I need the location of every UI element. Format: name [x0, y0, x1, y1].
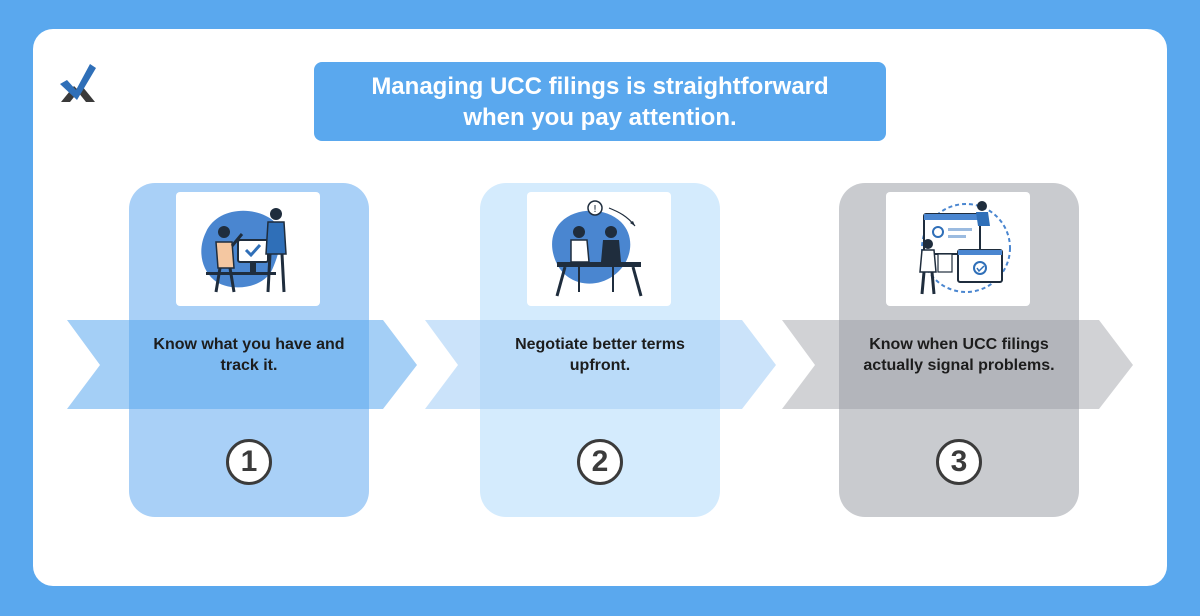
step-1-text: Know what you have and track it. — [153, 336, 345, 374]
page-title: Managing UCC filings is straightforward … — [371, 72, 829, 131]
step-1-number: 1 — [226, 439, 272, 485]
step-2-number: 2 — [577, 439, 623, 485]
step-3-number: 3 — [936, 439, 982, 485]
step-2-text: Negotiate better terms upfront. — [515, 336, 685, 374]
dashboard-monitoring-illustration — [886, 192, 1030, 306]
title-banner: Managing UCC filings is straightforward … — [314, 62, 886, 141]
svg-text:!: ! — [593, 204, 597, 215]
negotiation-table-illustration: ! — [527, 192, 671, 306]
people-at-desk-illustration — [176, 192, 320, 306]
logo-icon — [59, 62, 97, 104]
step-3-text: Know when UCC filings actually signal pr… — [863, 336, 1055, 374]
infographic-card: Managing UCC filings is straightforward … — [33, 29, 1167, 586]
